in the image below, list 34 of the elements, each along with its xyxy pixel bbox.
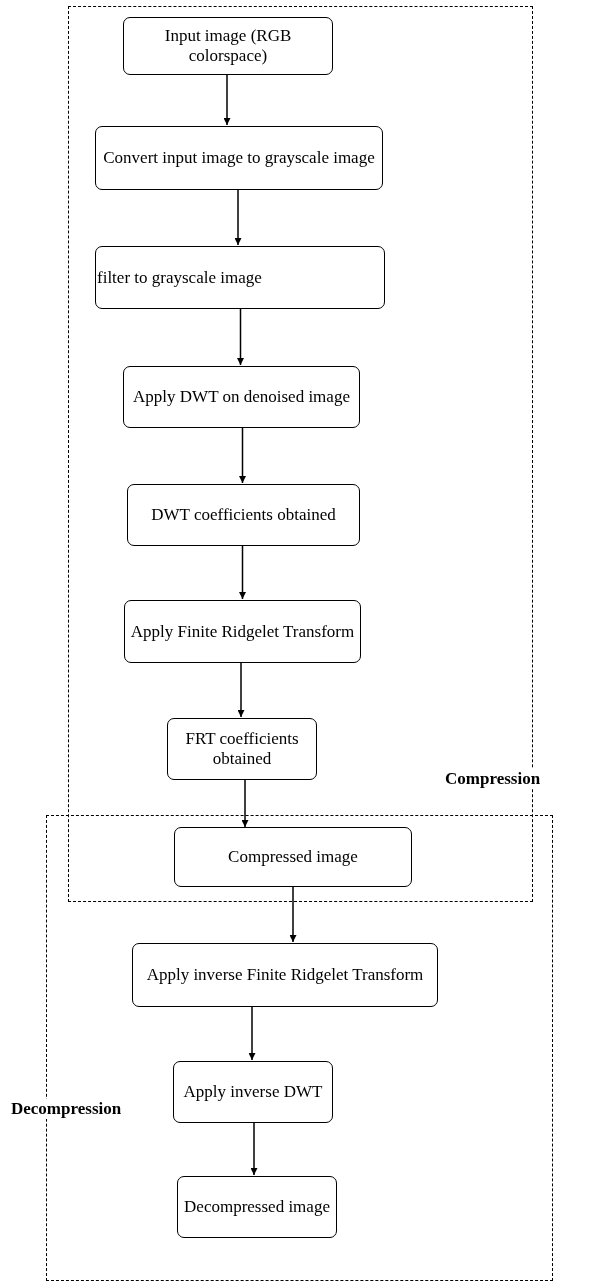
group-label: Compression <box>443 769 543 789</box>
box-text: Apply inverse DWT <box>183 1082 323 1102</box>
process-box <box>95 126 383 190</box>
process-box <box>177 1176 337 1238</box>
arrow <box>237 661 245 718</box>
process-box <box>174 827 412 887</box>
box-text: Input image (RGB colorspace) <box>163 26 293 66</box>
process-box <box>123 17 333 75</box>
arrow <box>239 544 246 600</box>
box-text: Apply Finite Ridgelet Transform <box>130 621 355 642</box>
arrow <box>241 778 249 828</box>
box-text: Convert input image to grayscale image <box>103 148 375 168</box>
arrow <box>289 886 297 943</box>
process-box <box>95 246 385 309</box>
process-box <box>167 718 317 780</box>
process-box <box>124 600 361 663</box>
process-box <box>127 484 360 546</box>
arrow <box>239 426 246 484</box>
process-box <box>132 943 438 1007</box>
box-text: FRT coefficients obtained <box>184 729 300 769</box>
box-text: filter to grayscale image <box>97 267 262 288</box>
group-label: Decompression <box>9 1099 124 1119</box>
box-text: Apply inverse Finite Ridgelet Transform <box>146 965 424 985</box>
box-text: DWT coefficients obtained <box>151 505 336 525</box>
box-text: Compressed image <box>228 847 358 867</box>
box-text: Decompressed image <box>184 1197 330 1217</box>
process-box <box>123 366 360 428</box>
box-text: Apply DWT on denoised image <box>133 387 350 407</box>
arrow <box>234 188 242 246</box>
arrow <box>248 1005 256 1061</box>
arrow <box>237 307 244 366</box>
arrow <box>250 1121 258 1176</box>
arrow <box>223 73 231 126</box>
process-box <box>173 1061 333 1123</box>
